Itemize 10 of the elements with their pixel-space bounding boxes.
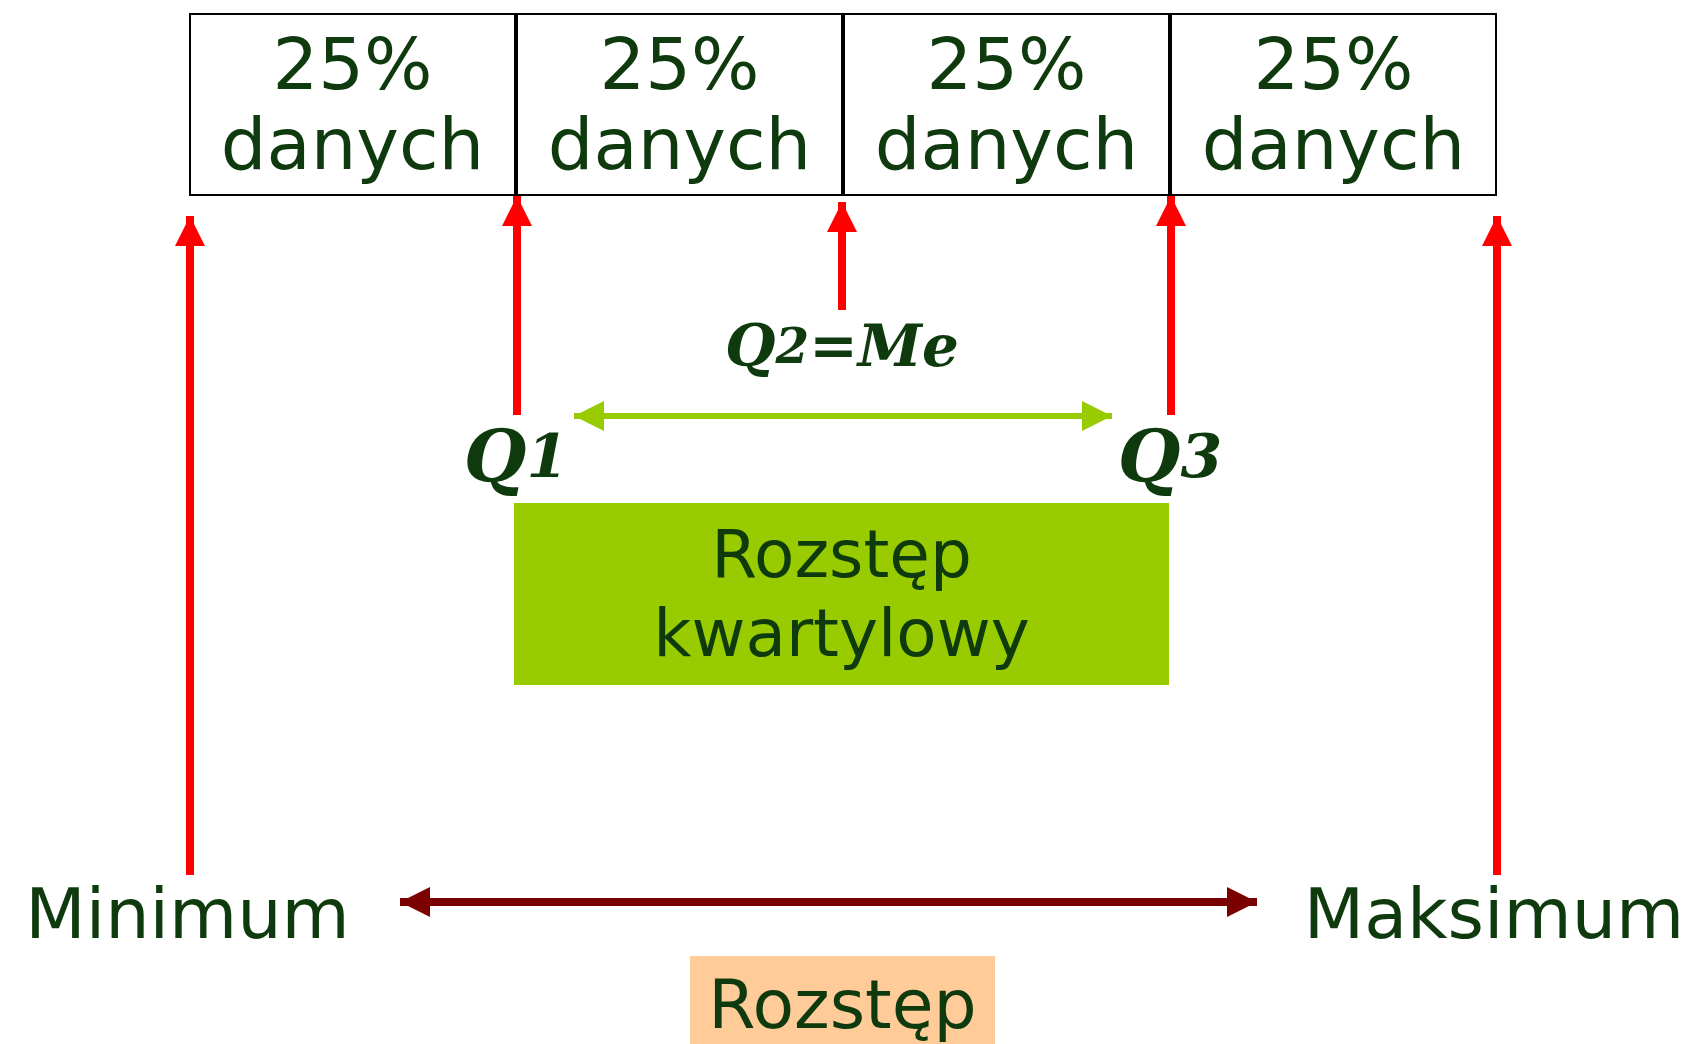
arrow bbox=[400, 887, 1257, 917]
range-band: Rozstęp kwartylowy bbox=[514, 503, 1169, 685]
minimum-label: Minimum bbox=[5, 875, 370, 953]
range-band: Rozstęp bbox=[690, 956, 995, 1044]
maximum-label: Maksimum bbox=[1287, 875, 1701, 953]
data-quarter-box: 25% danych bbox=[516, 13, 843, 196]
data-quarter-box: 25% danych bbox=[189, 13, 516, 196]
data-quarter-box: 25% danych bbox=[1170, 13, 1497, 196]
data-quarter-box: 25% danych bbox=[843, 13, 1170, 196]
arrow bbox=[574, 401, 1112, 431]
